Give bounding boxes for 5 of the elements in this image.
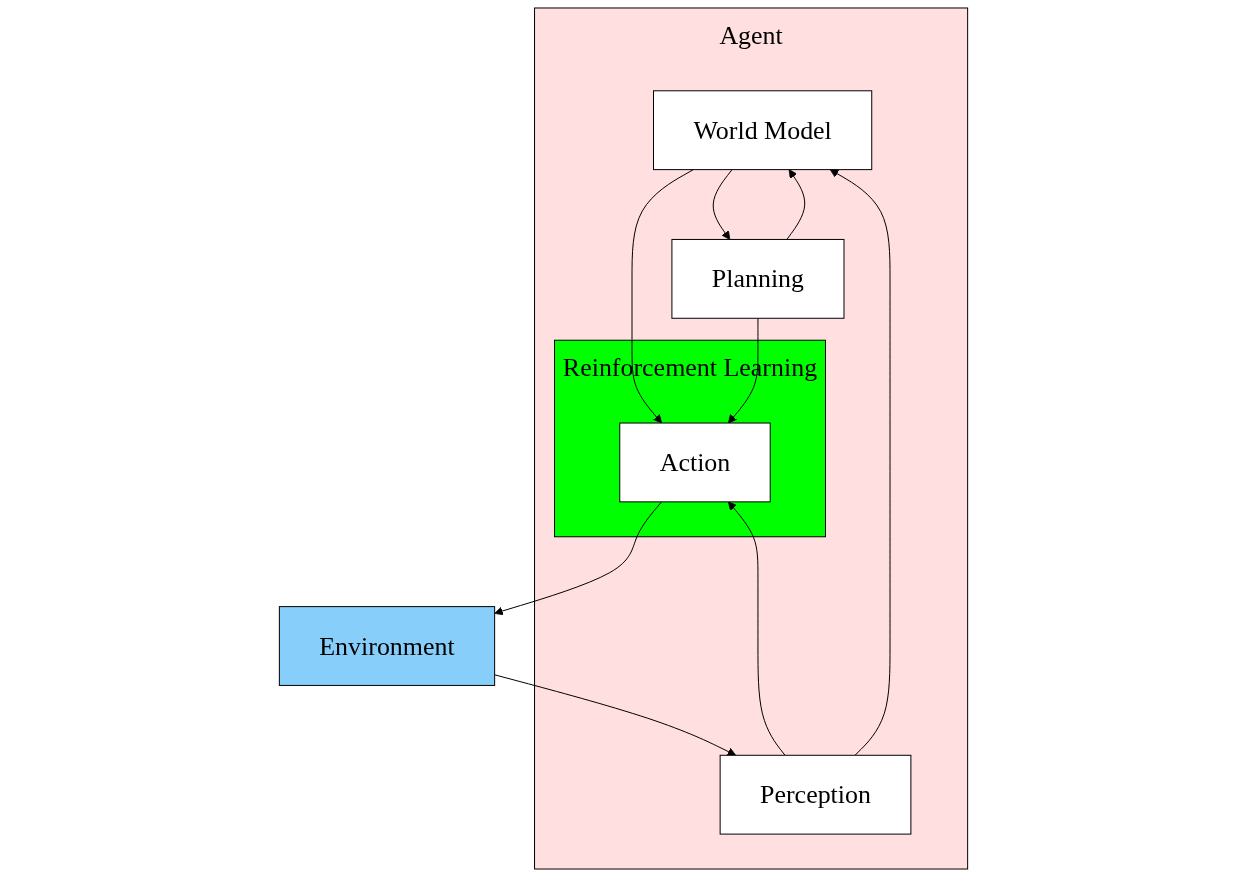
node-box: Action	[619, 422, 771, 503]
node-box: Environment	[278, 606, 496, 686]
node-box: Perception	[719, 754, 912, 835]
node-box: Planning	[671, 238, 845, 319]
node-box: World Model	[653, 90, 873, 171]
